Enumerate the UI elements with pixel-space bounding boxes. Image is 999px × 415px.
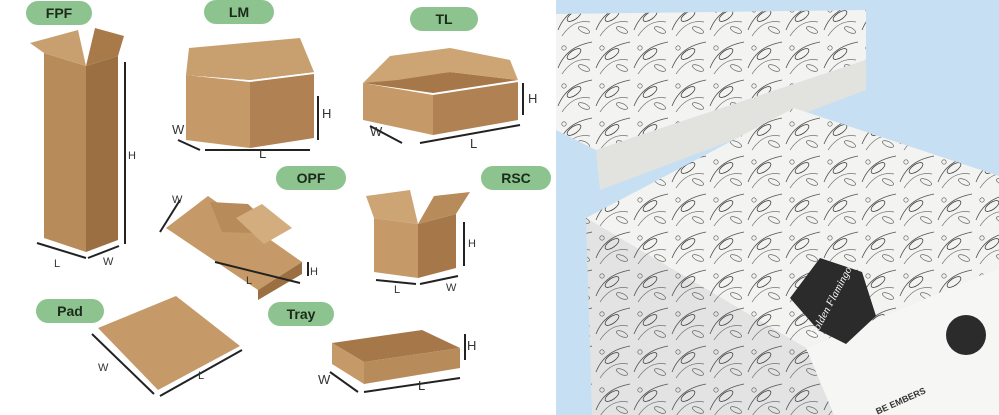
rsc-length-label: L [394,284,401,296]
tray-box [329,330,466,393]
lm-width-label: W [172,122,185,137]
printed-box-photo: Golden Flamingo BE EMBERS [556,0,999,415]
fpf-width-label: W [103,256,114,268]
rsc-box [366,190,470,285]
label-fpf: FPF [26,1,92,25]
opf-length-label: L [246,275,253,287]
tl-height-label: H [528,91,538,106]
label-opf: OPF [276,166,346,190]
lm-box [177,38,319,151]
tl-width-label: W [370,124,383,139]
pad-length-label: L [198,370,205,382]
label-tl: TL [410,7,478,31]
opf-box [159,196,309,300]
opf-width-label: W [172,194,183,206]
box-illustrations [30,28,524,397]
tray-height-label: H [467,338,477,353]
lm-length-label: L [259,146,267,161]
fpf-box [30,28,126,259]
lm-height-label: H [322,106,332,121]
opf-height-label: H [310,266,318,278]
box-styles-diagram: FPF LM TL OPF RSC Pad Tray H L W H W L H… [26,0,551,397]
tl-box [363,48,524,144]
rsc-height-label: H [468,238,476,250]
fpf-height-label: H [128,150,136,162]
label-rsc: RSC [481,166,551,190]
tray-length-label: L [418,378,426,393]
label-lm: LM [204,0,274,24]
pad-width-label: W [98,362,109,374]
tl-length-label: L [470,136,478,151]
fpf-length-label: L [54,258,61,270]
pad-sheet [91,296,243,397]
label-tray: Tray [268,302,334,326]
rsc-width-label: W [446,282,457,294]
label-pad: Pad [36,299,104,323]
box-photo-illustration [556,10,999,415]
tray-width-label: W [318,372,331,387]
